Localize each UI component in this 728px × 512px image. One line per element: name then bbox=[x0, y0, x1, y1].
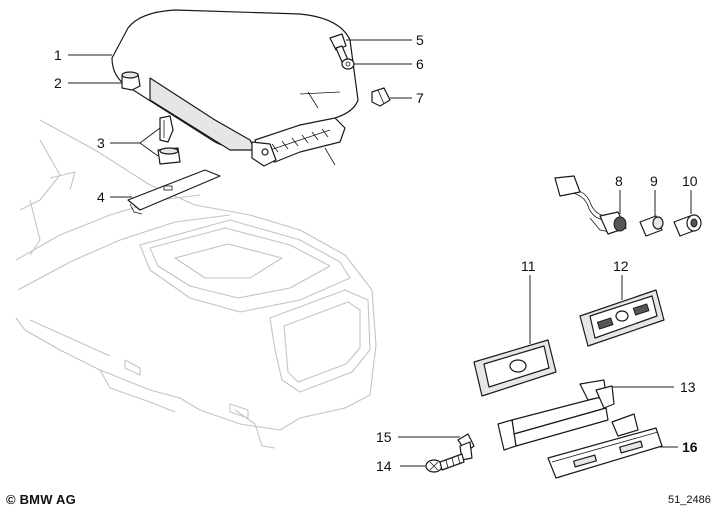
callout-3: 3 bbox=[97, 135, 105, 151]
callout-13: 13 bbox=[680, 379, 696, 395]
figure-id: 51_2486 bbox=[668, 494, 711, 506]
callout-2: 2 bbox=[54, 75, 62, 91]
callout-9: 9 bbox=[650, 173, 658, 189]
lower-frame-part bbox=[547, 413, 663, 479]
lighter-socket-part bbox=[554, 175, 627, 235]
callout-1: 1 bbox=[54, 47, 62, 63]
mounting-bracket-part bbox=[497, 379, 615, 451]
center-console-outline bbox=[15, 119, 377, 449]
double-trim-frame-part bbox=[579, 289, 665, 347]
callout-14: 14 bbox=[376, 458, 392, 474]
callout-4: 4 bbox=[97, 189, 105, 205]
lighter-sleeve-part bbox=[639, 215, 664, 237]
callout-labels: 1 2 3 4 5 6 7 8 9 10 11 12 13 14 15 16 bbox=[54, 32, 698, 474]
lid-catch-part bbox=[157, 115, 181, 165]
callout-8: 8 bbox=[615, 173, 623, 189]
copyright-notice: © BMW AG bbox=[6, 492, 76, 507]
tapping-screw-part bbox=[425, 453, 465, 473]
leader-lines bbox=[68, 39, 692, 467]
callout-12: 12 bbox=[613, 258, 629, 274]
bumper-part bbox=[371, 87, 391, 107]
lighter-plug-part bbox=[673, 214, 702, 237]
callout-6: 6 bbox=[416, 56, 424, 72]
clip-nut-part bbox=[457, 433, 475, 461]
armrest-lid-part bbox=[111, 9, 359, 167]
callout-5: 5 bbox=[416, 32, 424, 48]
single-trim-frame-part bbox=[473, 339, 557, 397]
cover-strip-part bbox=[127, 169, 221, 215]
callout-7: 7 bbox=[416, 90, 424, 106]
washer-part bbox=[341, 58, 355, 70]
callout-15: 15 bbox=[376, 429, 392, 445]
rubber-buffer-part bbox=[121, 71, 141, 91]
callout-16: 16 bbox=[682, 439, 698, 455]
leader-3 bbox=[110, 127, 161, 157]
callout-11: 11 bbox=[521, 258, 536, 274]
callout-10: 10 bbox=[682, 173, 698, 189]
